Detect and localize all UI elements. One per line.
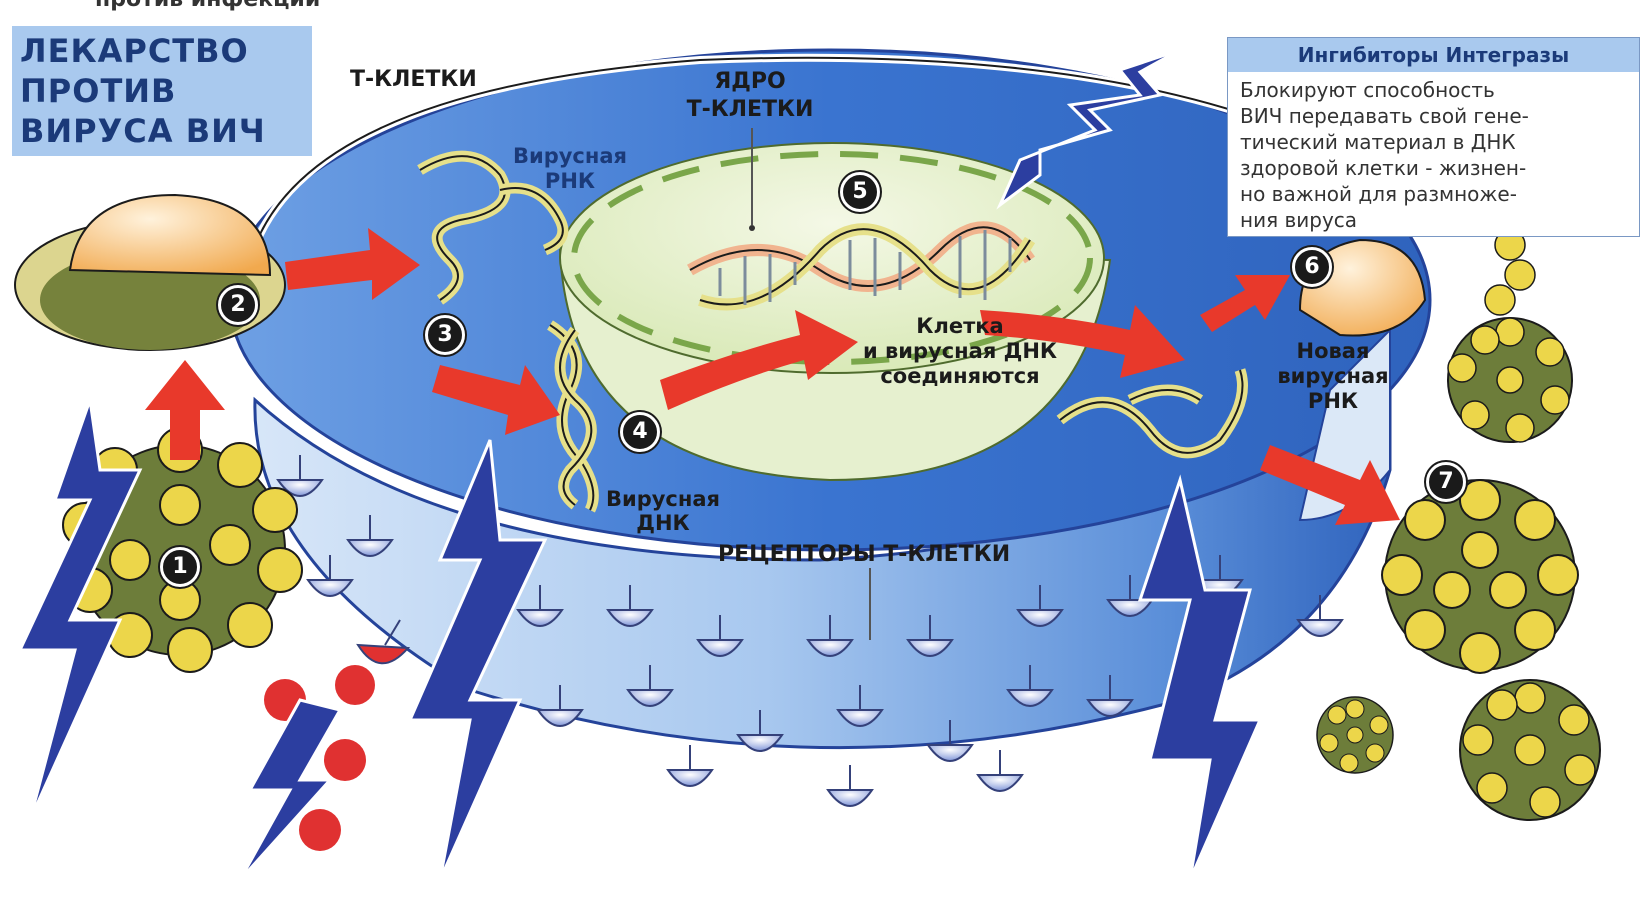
top-caption: против инфекции — [95, 0, 320, 11]
new-rna-label-3: РНК — [1268, 390, 1398, 412]
info-heading: Ингибиторы Интегразы — [1228, 38, 1639, 72]
merge-label-1: Клетка — [850, 315, 1070, 337]
viral-rna-label-2: РНК — [505, 170, 635, 192]
new-rna-label-2: вирусная — [1268, 365, 1398, 387]
t-cells-label: Т-КЛЕТКИ — [350, 68, 477, 91]
viral-dna-label-2: ДНК — [598, 512, 728, 534]
nucleus-label-2: Т-КЛЕТКИ — [680, 98, 820, 121]
step-1-marker: 1 — [160, 547, 200, 587]
info-line-6: ния вируса — [1240, 208, 1357, 232]
viral-rna-label-1: Вирусная — [505, 145, 635, 167]
step-2-marker: 2 — [218, 285, 258, 325]
info-line-4: здоровой клетки - жизнен- — [1240, 156, 1526, 180]
info-line-3: тический материал в ДНК — [1240, 130, 1516, 154]
title-line-2: ПРОТИВ — [20, 72, 176, 110]
merge-label-3: соединяются — [850, 365, 1070, 387]
step-6-marker: 6 — [1292, 247, 1332, 287]
viral-dna-label-1: Вирусная — [598, 488, 728, 510]
title-line-1: ЛЕКАРСТВО — [20, 32, 249, 70]
integrase-info-box: Ингибиторы Интегразы Блокируют способнос… — [1227, 37, 1640, 237]
step-3-marker: 3 — [425, 315, 465, 355]
virus-entry-bulb — [15, 195, 285, 350]
info-line-1: Блокируют способность — [1240, 78, 1495, 102]
step-4-marker: 4 — [620, 412, 660, 452]
new-rna-label-1: Новая — [1268, 340, 1398, 362]
step-5-marker: 5 — [840, 172, 880, 212]
nucleus-pointer-dot — [749, 225, 755, 231]
nucleus-label-1: ЯДРО — [680, 70, 820, 93]
step-7-marker: 7 — [1426, 462, 1466, 502]
title-line-3: ВИРУСА ВИЧ — [20, 112, 266, 150]
info-line-2: ВИЧ передавать свой гене- — [1240, 104, 1529, 128]
info-line-5: но важной для размноже- — [1240, 182, 1517, 206]
merge-label-2: и вирусная ДНК — [850, 340, 1070, 362]
receptors-label: РЕЦЕПТОРЫ Т-КЛЕТКИ — [718, 543, 1010, 566]
